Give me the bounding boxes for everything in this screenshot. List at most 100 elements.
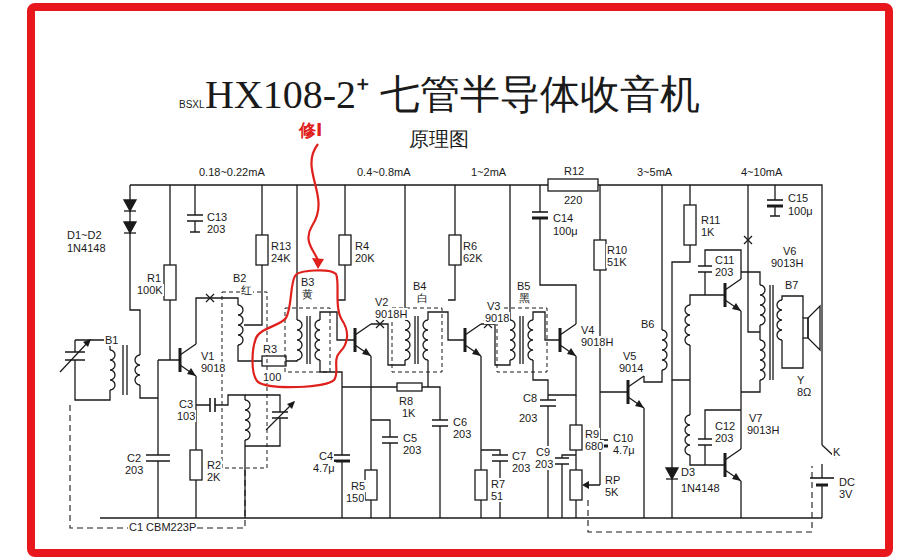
shield-can (222, 292, 267, 468)
component-label: R7 (490, 478, 506, 490)
diode-symbol (124, 200, 678, 479)
component-label: K (832, 446, 841, 458)
wire (342, 360, 440, 518)
handwritten-note: 修I (298, 120, 323, 140)
component-label: 9013H (770, 257, 804, 269)
wire (196, 376, 245, 518)
resistor-symbol (164, 265, 176, 300)
component-label: C9 (535, 446, 551, 458)
component-label: 203 (511, 462, 531, 474)
wire (245, 395, 280, 518)
capacitor-symbol (540, 400, 556, 406)
wire (75, 185, 836, 518)
capacitor-symbol (698, 266, 712, 272)
component-label: 100K (136, 284, 164, 296)
coil-symbol (135, 355, 140, 385)
component-label: B1 (104, 334, 119, 346)
component-label: 1N4148 (680, 482, 721, 494)
component-label: 黄 (301, 288, 314, 300)
coil-symbol (510, 320, 515, 360)
wire (196, 298, 297, 361)
coil-symbol (777, 300, 782, 340)
arrowhead (287, 401, 295, 409)
component-label: RP (604, 474, 621, 486)
component-label: 51K (606, 256, 628, 268)
coil-symbol (685, 305, 690, 345)
component-label: C2 (126, 452, 142, 464)
capacitor-symbol (334, 454, 350, 456)
coil-symbol (662, 330, 667, 370)
wire (405, 185, 455, 340)
gang-link (70, 405, 812, 532)
resistor-symbol (190, 450, 202, 480)
component-label: C6 (452, 416, 468, 428)
component-label: 680 (584, 440, 604, 452)
diode-symbol (124, 210, 136, 211)
diode-symbol (124, 200, 136, 211)
component-label: 8Ω (796, 386, 812, 398)
component-label: 9014 (618, 362, 644, 374)
component-label: V4 (580, 324, 595, 336)
capacitor-symbol (698, 439, 712, 445)
component-label: 1K (401, 407, 416, 419)
component-label: 3V (838, 488, 853, 500)
shield-can (222, 292, 547, 468)
component-label: BSXL (178, 99, 206, 111)
wire (671, 380, 672, 518)
test-point-mark (744, 236, 752, 244)
wire (672, 185, 690, 380)
component-label: 203 (402, 444, 422, 456)
component-label: 9018H (374, 308, 408, 320)
resistor-symbol (339, 235, 351, 265)
wire (705, 410, 741, 518)
component-label: 1K (700, 226, 715, 238)
capacitor-symbol (532, 211, 548, 213)
component-label: R1 (146, 272, 162, 284)
highlight-region: 修IB3黄R3100 (250, 268, 350, 390)
capacitor-symbol (816, 484, 828, 487)
component-label: 20K (354, 252, 376, 264)
wire (548, 356, 576, 518)
component-label: R9 (584, 428, 600, 440)
resistor-symbol (594, 240, 606, 270)
component-label: 4.7μ (612, 444, 636, 456)
speaker-symbol (808, 306, 820, 350)
capacitor-symbol (432, 420, 448, 426)
resistor-symbol (548, 179, 598, 191)
variable-arrow (60, 340, 294, 430)
component-label: V2 (374, 296, 389, 308)
capacitor-symbol (272, 412, 288, 418)
shield-can (285, 308, 330, 372)
coil-symbol (123, 285, 773, 395)
component-label: R12 (563, 165, 585, 177)
resistor-symbol (570, 425, 582, 450)
coil-symbol (245, 400, 250, 440)
component-label: 203 (534, 458, 554, 470)
capacitor-symbol (65, 200, 834, 485)
component-label: C5 (402, 432, 418, 444)
capacitor-symbol (492, 455, 508, 461)
component-label: 51 (490, 490, 504, 502)
component-label: 4~10mA (740, 166, 783, 178)
component-label: R5 (350, 480, 366, 492)
component-label: 103 (176, 410, 196, 422)
arrowhead (83, 339, 295, 409)
component-label: 4.7μ (312, 462, 336, 474)
component-label: 9018 (200, 362, 226, 374)
red-callout-arrow (308, 144, 318, 261)
arrowhead (83, 339, 91, 347)
component-label: D1~D2 (66, 229, 103, 241)
diode-symbol (666, 468, 678, 479)
component-label: B5 (516, 280, 531, 292)
component-label: C12 (714, 420, 736, 432)
capacitor-symbol (187, 215, 203, 221)
resistor-symbol (164, 179, 696, 500)
component-label: C15 (787, 192, 809, 204)
wire (748, 185, 760, 340)
component-label: 0.18~0.22mA (198, 166, 266, 178)
transistor-symbol (550, 324, 576, 356)
component-label: B3 (300, 276, 315, 288)
component-label: C4 (318, 450, 334, 462)
component-label: 203 (124, 464, 144, 476)
